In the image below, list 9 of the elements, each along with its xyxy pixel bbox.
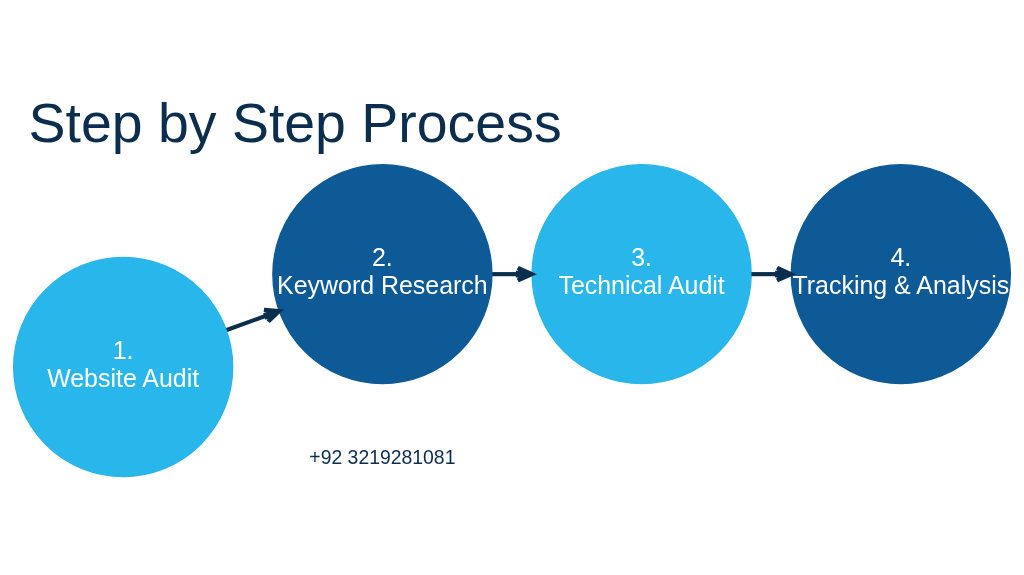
node-circle: 4. Tracking & Analysis bbox=[790, 163, 1012, 384]
arrow bbox=[492, 265, 534, 282]
node-circle: 1. Website Audit bbox=[12, 256, 234, 477]
arrow bbox=[225, 307, 282, 332]
arrow bbox=[751, 265, 794, 282]
node-circle: 3. Technical Audit bbox=[531, 163, 752, 384]
label: +92 3219281081 bbox=[309, 445, 456, 468]
node-circle: 2. Keyword Research bbox=[272, 163, 493, 384]
diagram-title: Step by Step Process bbox=[28, 91, 562, 154]
